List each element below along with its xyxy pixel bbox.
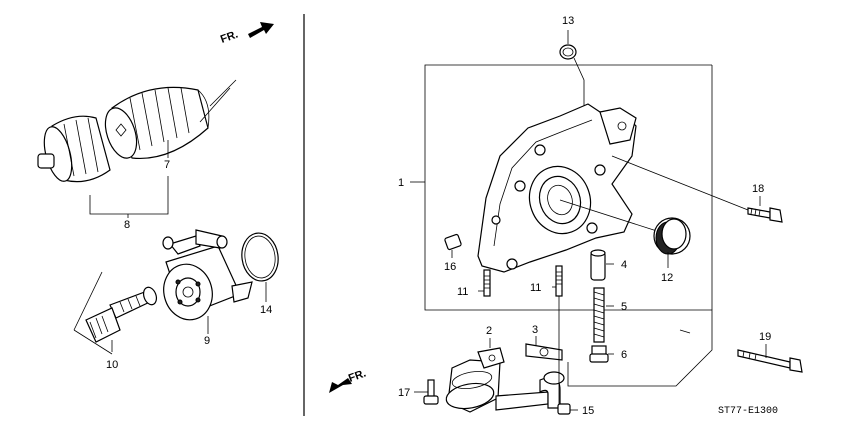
callout-11-left: 11	[457, 286, 468, 298]
callout-7: 7	[164, 159, 170, 171]
callout-13: 13	[562, 15, 574, 27]
front-direction-marker-bottom: FR.	[329, 367, 368, 393]
callout-18: 18	[752, 183, 764, 195]
nut-15	[557, 403, 571, 415]
bolt-17	[423, 379, 439, 405]
oil-seal	[653, 217, 691, 255]
callout-17: 17	[398, 387, 410, 399]
oil-cooler-center-bolt	[85, 286, 158, 343]
callout-1: 1	[398, 177, 404, 189]
callout-19: 19	[759, 331, 771, 343]
callout-3: 3	[532, 324, 538, 336]
callout-11-right: 11	[530, 282, 541, 294]
svg-text:FR.: FR.	[219, 28, 240, 45]
oil-filter-canister	[37, 86, 210, 183]
callout-6: 6	[621, 349, 627, 361]
callout-14: 14	[260, 304, 272, 316]
cooler-o-ring	[241, 232, 279, 282]
bolt-19	[737, 349, 803, 373]
bolt-18	[747, 207, 783, 223]
relief-valve	[590, 249, 606, 281]
dowel-pin	[444, 233, 462, 251]
oil-cooler	[162, 229, 253, 321]
callout-8: 8	[124, 219, 130, 231]
arrow-icon	[329, 378, 352, 393]
callout-9: 9	[204, 335, 210, 347]
stud-bolt-left	[483, 269, 491, 297]
strainer-gasket	[525, 343, 563, 361]
callout-15: 15	[582, 405, 594, 417]
oil-pump-assembly-bracket	[424, 64, 713, 387]
arrow-icon	[248, 22, 274, 38]
sealing-bolt	[589, 345, 609, 363]
callout-12: 12	[661, 272, 673, 284]
front-direction-marker-top: FR.	[219, 22, 274, 46]
callout-5: 5	[621, 301, 627, 313]
pump-o-ring	[559, 44, 577, 60]
callout-16: 16	[444, 261, 456, 273]
oil-pump-body	[477, 103, 661, 273]
relief-spring	[593, 287, 605, 343]
stud-bolt-right	[555, 265, 563, 297]
oil-strainer	[445, 347, 565, 413]
svg-text:FR.: FR.	[347, 367, 368, 384]
callout-4: 4	[621, 259, 627, 271]
callout-2: 2	[486, 325, 492, 337]
diagram-code: ST77-E1300	[718, 406, 778, 417]
callout-10: 10	[106, 359, 118, 371]
